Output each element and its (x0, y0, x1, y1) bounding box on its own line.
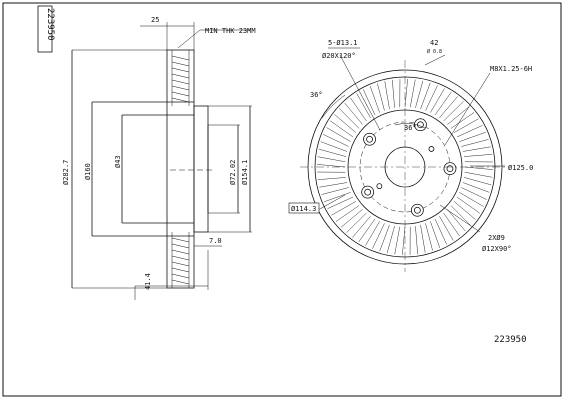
pcd-left: Ø114.3 (291, 205, 316, 213)
holes-note: 5-Ø13.1 (328, 39, 358, 47)
dim-top-thickness: 25 (151, 16, 159, 24)
thread-note: M8X1.25-6H (490, 65, 532, 73)
pcd-right: Ø125.0 (508, 164, 533, 172)
dim-bore-diameter: Ø43 (114, 155, 122, 168)
part-number-rotated-box: 223950 (37, 5, 55, 53)
front-view (300, 47, 510, 272)
dim-offset: 7.0 (209, 237, 222, 245)
pin-countersink-note: Ø12X90° (482, 245, 512, 253)
pin-holes-note: 2XØ9 (488, 234, 505, 242)
angle-top-sub: Ø 0.8 (427, 48, 442, 55)
angle-top: 42 (430, 39, 438, 47)
hat-section (193, 105, 209, 233)
angle-center: 36° (404, 124, 417, 132)
dim-outer-diameter: Ø282.7 (62, 160, 70, 185)
part-number: 223950 (494, 335, 527, 345)
drawing-frame (2, 2, 562, 397)
part-number-rotated: 223950 (45, 8, 55, 41)
dim-hub-diameter: Ø160 (84, 163, 92, 180)
dim-hat-inner: Ø72.02 (229, 160, 237, 185)
disc-ring (166, 49, 195, 289)
dim-total-height: 41.4 (144, 273, 152, 290)
vent-hatching (171, 50, 190, 288)
min-thk-note: MIN THK 23MM (205, 27, 256, 35)
pcd-left-box: Ø114.3 (288, 202, 320, 214)
angle-left: 36° (310, 91, 323, 99)
side-view (71, 22, 252, 300)
countersink-note: Ø20X120° (322, 52, 356, 60)
vent-rays (317, 79, 493, 255)
dim-hat-outer: Ø154.1 (241, 160, 249, 185)
